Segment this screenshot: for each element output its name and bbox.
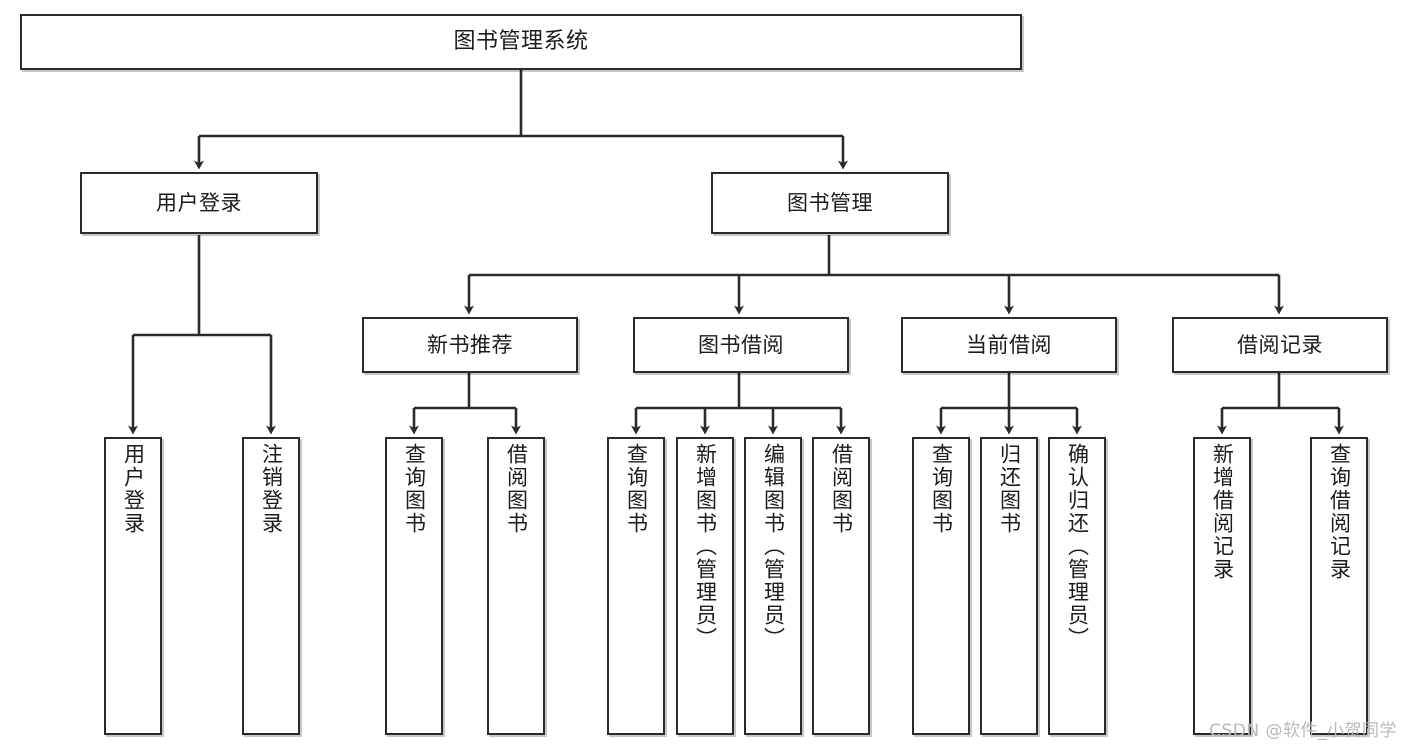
node-leaf-query-book-3[interactable]: 查询图书 [912, 437, 970, 735]
node-borrow-record[interactable]: 借阅记录 [1172, 317, 1388, 373]
node-user-login[interactable]: 用户登录 [80, 172, 318, 234]
node-leaf-edit-book[interactable]: 编辑图书（管理员） [744, 437, 802, 735]
node-leaf-edit-book-label: 编辑图书（管理员） [761, 443, 786, 650]
node-book-manage-label: 图书管理 [787, 190, 873, 215]
node-current-borrow-label: 当前借阅 [966, 332, 1052, 357]
node-leaf-borrow-book-1-label: 借阅图书 [504, 443, 529, 535]
node-leaf-logout-label: 注销登录 [259, 443, 284, 535]
node-leaf-user-login-label: 用户登录 [121, 443, 146, 535]
node-leaf-add-record-label: 新增借阅记录 [1210, 443, 1235, 581]
node-root[interactable]: 图书管理系统 [20, 14, 1022, 70]
node-leaf-logout[interactable]: 注销登录 [242, 437, 300, 735]
node-leaf-add-book[interactable]: 新增图书（管理员） [676, 437, 734, 735]
node-new-book-recommend-label: 新书推荐 [427, 332, 513, 357]
node-borrow-record-label: 借阅记录 [1237, 332, 1323, 357]
node-leaf-borrow-book-1[interactable]: 借阅图书 [487, 437, 545, 735]
node-leaf-borrow-book-2[interactable]: 借阅图书 [812, 437, 870, 735]
node-root-label: 图书管理系统 [453, 29, 589, 55]
node-leaf-query-book-2-label: 查询图书 [624, 443, 649, 535]
node-user-login-label: 用户登录 [156, 190, 242, 215]
node-leaf-query-record-label: 查询借阅记录 [1327, 443, 1352, 581]
node-leaf-user-login[interactable]: 用户登录 [104, 437, 162, 735]
node-leaf-return-book[interactable]: 归还图书 [980, 437, 1038, 735]
node-leaf-query-book-1[interactable]: 查询图书 [385, 437, 443, 735]
node-leaf-borrow-book-2-label: 借阅图书 [829, 443, 854, 535]
node-leaf-query-book-3-label: 查询图书 [929, 443, 954, 535]
node-new-book-recommend[interactable]: 新书推荐 [362, 317, 578, 373]
node-leaf-add-book-label: 新增图书（管理员） [693, 443, 718, 650]
node-book-borrow[interactable]: 图书借阅 [633, 317, 849, 373]
node-leaf-confirm-return-label: 确认归还（管理员） [1065, 443, 1090, 650]
node-book-manage[interactable]: 图书管理 [711, 172, 949, 234]
node-leaf-add-record[interactable]: 新增借阅记录 [1193, 437, 1251, 735]
node-leaf-query-book-2[interactable]: 查询图书 [607, 437, 665, 735]
node-leaf-confirm-return[interactable]: 确认归还（管理员） [1048, 437, 1106, 735]
node-book-borrow-label: 图书借阅 [698, 332, 784, 357]
node-leaf-query-book-1-label: 查询图书 [402, 443, 427, 535]
node-leaf-query-record[interactable]: 查询借阅记录 [1310, 437, 1368, 735]
node-current-borrow[interactable]: 当前借阅 [901, 317, 1117, 373]
node-leaf-return-book-label: 归还图书 [997, 443, 1022, 535]
